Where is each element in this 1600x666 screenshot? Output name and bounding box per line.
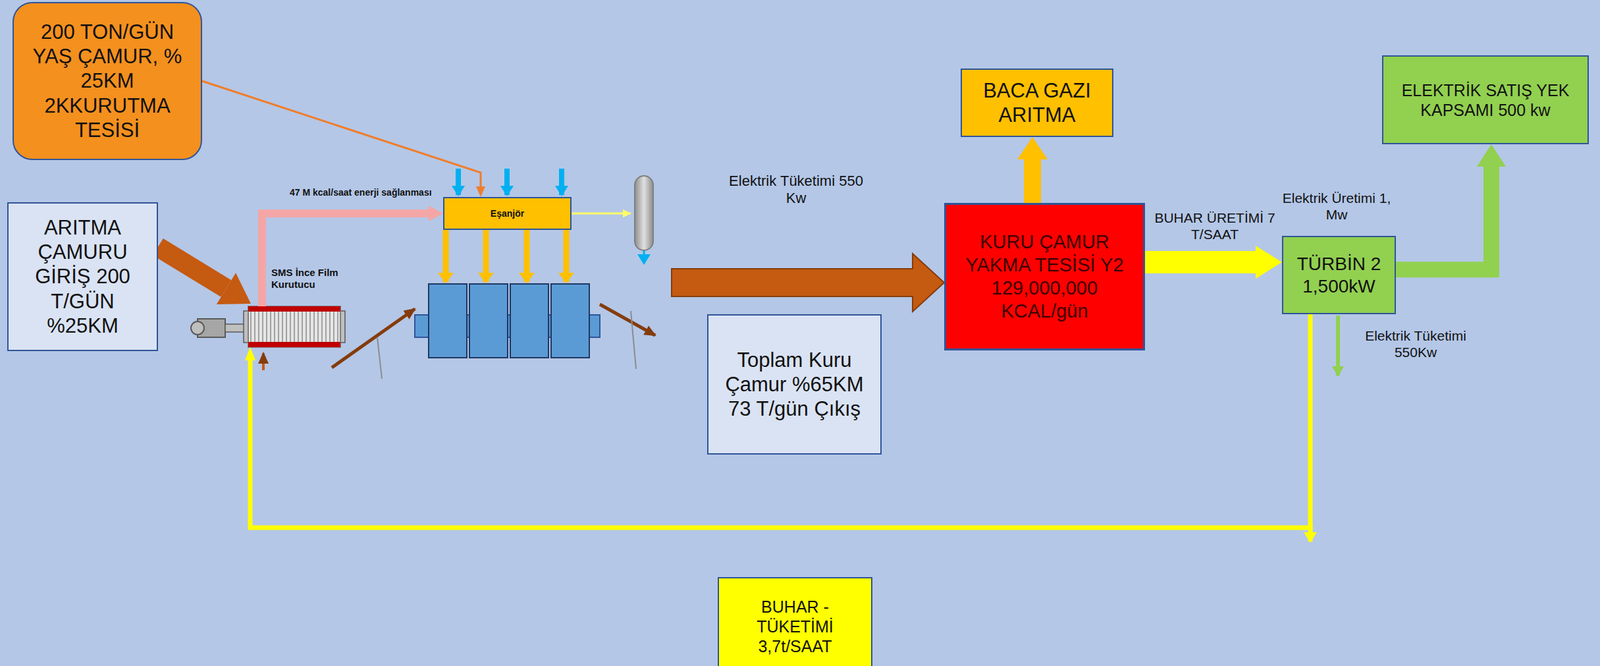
text-group: SMS İnce Film Kurutucu: [271, 266, 364, 291]
edge-label: BUHAR ÜRETİMİ 7 T/SAAT: [1152, 209, 1278, 243]
node-text: Eşanjör: [449, 208, 565, 220]
steam-use-box: BUHAR - TÜKETİMİ 3,7t/SAAT: [717, 576, 873, 666]
gas-treatment-box: BACA GAZI ARITMA: [960, 68, 1114, 137]
flow-arrow: [262, 205, 444, 307]
flow-arrow: [158, 246, 251, 305]
text-group: Eşanjör: [449, 208, 565, 220]
annotation-label: Elektrik Üretimi 1, Mw: [1270, 189, 1403, 223]
connector-line: [1023, 159, 1041, 203]
connector-line: [1145, 250, 1256, 274]
text-group: 200 TON/GÜN YAŞ ÇAMUR, % 25KM 2KKURUTMA …: [19, 19, 196, 143]
connector-line: [202, 80, 481, 187]
output-box: Toplam Kuru Çamur %65KM 73 T/gün Çıkış: [707, 314, 882, 455]
dryer-unit: SMS İnce Film Kurutucu: [248, 306, 341, 347]
node-text: BUHAR - TÜKETİMİ 3,7t/SAAT: [724, 596, 866, 656]
flow-arrow: [244, 314, 1311, 528]
node-text: TÜRBİN 2 1,500kW: [1288, 252, 1390, 297]
sales-box: ELEKTRİK SATIŞ YEK KAPSAMI 500 kw: [1382, 55, 1589, 145]
text-group: ELEKTRİK SATIŞ YEK KAPSAMI 500 kw: [1388, 80, 1583, 120]
exchanger-box: Eşanjör: [443, 196, 572, 230]
arrow-head: [244, 346, 256, 361]
arrow-head: [1017, 136, 1048, 160]
annotation-label: Elektrik Tüketimi 550Kw: [1349, 327, 1482, 361]
arrow-head: [1476, 144, 1506, 167]
incinerator-box: KURU ÇAMUR YAKMA TESİSİ Y2 129,000,000 K…: [944, 202, 1146, 351]
node-text: SMS İnce Film Kurutucu: [271, 266, 364, 291]
annotation-label: Elektrik Tüketimi 550 Kw: [723, 172, 869, 208]
connector-line: [262, 213, 429, 307]
flow-arrow: [202, 80, 486, 197]
node-text: ELEKTRİK SATIŞ YEK KAPSAMI 500 kw: [1388, 80, 1583, 120]
edge-label: 47 M kcal/saat enerji sağlanması: [289, 186, 432, 199]
node-text: 200 TON/GÜN YAŞ ÇAMUR, % 25KM 2KKURUTMA …: [19, 19, 196, 143]
text-group: Toplam Kuru Çamur %65KM 73 T/gün Çıkış: [713, 347, 876, 422]
text-group: KURU ÇAMUR YAKMA TESİSİ Y2 129,000,000 K…: [951, 230, 1138, 322]
arrow-head: [428, 205, 444, 222]
node-text: KURU ÇAMUR YAKMA TESİSİ Y2 129,000,000 K…: [951, 230, 1138, 322]
text-group: BUHAR - TÜKETİMİ 3,7t/SAAT: [724, 596, 866, 656]
text-group: ARITMA ÇAMURU GİRİŞ 200 T/GÜN %25KM: [13, 215, 152, 338]
node-text: Toplam Kuru Çamur %65KM 73 T/gün Çıkış: [713, 347, 876, 422]
flow-arrow: [1145, 245, 1282, 279]
text-group: TÜRBİN 2 1,500kW: [1288, 252, 1390, 297]
connector-line: [250, 314, 1311, 528]
flow-arrow: [1017, 136, 1048, 203]
turbine-box: TÜRBİN 2 1,500kW: [1281, 235, 1396, 315]
input-box: ARITMA ÇAMURU GİRİŞ 200 T/GÜN %25KM: [7, 202, 159, 351]
arrow-head: [476, 186, 486, 197]
node-text: BACA GAZI ARITMA: [967, 78, 1107, 128]
node-text: ARITMA ÇAMURU GİRİŞ 200 T/GÜN %25KM: [13, 215, 152, 338]
facility-box: 200 TON/GÜN YAŞ ÇAMUR, % 25KM 2KKURUTMA …: [12, 1, 203, 160]
text-group: BACA GAZI ARITMA: [967, 78, 1107, 128]
arrow-head: [1255, 245, 1282, 279]
flow-arrow: [1395, 144, 1506, 270]
connector-line: [158, 246, 226, 289]
connector-line: [1395, 166, 1492, 270]
